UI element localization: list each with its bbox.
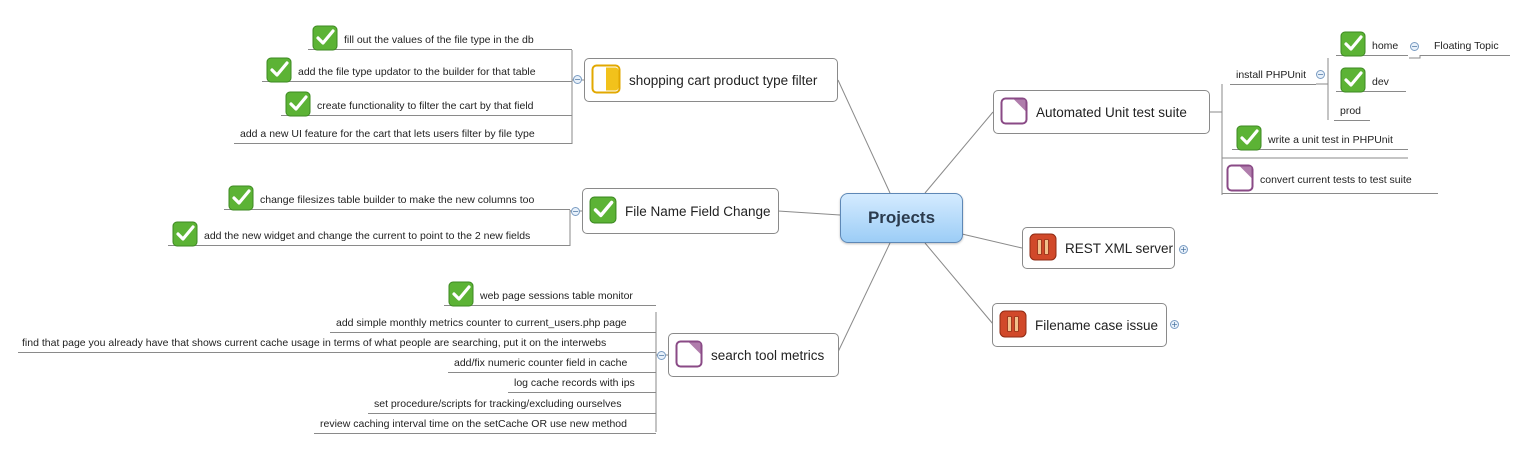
expand-icon[interactable]: + xyxy=(1179,245,1188,254)
checkmark-icon xyxy=(228,185,254,214)
task-label: add simple monthly metrics counter to cu… xyxy=(336,316,627,329)
collapse-icon[interactable]: − xyxy=(1316,70,1325,79)
task-label: web page sessions table monitor xyxy=(480,289,633,302)
task-label: add the new widget and change the curren… xyxy=(204,229,531,242)
topic-label: REST XML server xyxy=(1065,240,1174,256)
checkmark-icon xyxy=(1340,31,1366,60)
task-label: set procedure/scripts for tracking/exclu… xyxy=(374,397,622,410)
task-label: review caching interval time on the setC… xyxy=(320,417,627,430)
topic-search-tool[interactable]: search tool metrics xyxy=(668,333,839,377)
topic-unit-test[interactable]: Automated Unit test suite xyxy=(993,90,1210,134)
checkmark-icon xyxy=(448,281,474,310)
started-task-icon xyxy=(1226,164,1254,195)
topic-label: shopping cart product type filter xyxy=(629,72,818,88)
started-task-icon xyxy=(1000,97,1028,128)
topic-file-name[interactable]: File Name Field Change xyxy=(582,188,779,234)
task-item[interactable]: set procedure/scripts for tracking/exclu… xyxy=(368,394,656,414)
checkmark-icon xyxy=(266,57,292,86)
task-label: add/fix numeric counter field in cache xyxy=(454,356,628,369)
central-topic[interactable]: Projects xyxy=(840,193,963,243)
collapse-icon[interactable]: − xyxy=(571,207,580,216)
checkmark-icon xyxy=(312,25,338,54)
install-phpunit[interactable]: install PHPUnit xyxy=(1230,65,1316,85)
task-label: home xyxy=(1372,39,1399,52)
topic-label: Automated Unit test suite xyxy=(1036,104,1187,120)
half-progress-icon xyxy=(591,64,621,97)
task-label: find that page you already have that sho… xyxy=(22,336,607,349)
task-item[interactable]: add the file type updator to the builder… xyxy=(262,57,572,83)
task-item[interactable]: add simple monthly metrics counter to cu… xyxy=(330,313,656,333)
checkmark-icon xyxy=(589,196,617,227)
task-label: add a new UI feature for the cart that l… xyxy=(240,127,535,140)
checkmark-icon xyxy=(172,221,198,250)
task-item[interactable]: add the new widget and change the curren… xyxy=(168,221,570,247)
task-label: convert current tests to test suite xyxy=(1260,173,1412,186)
task-item[interactable]: add a new UI feature for the cart that l… xyxy=(234,124,572,144)
task-item[interactable]: find that page you already have that sho… xyxy=(18,333,656,353)
task-item[interactable]: prod xyxy=(1334,101,1370,121)
task-label: add the file type updator to the builder… xyxy=(298,65,536,78)
topic-filename-case[interactable]: Filename case issue xyxy=(992,303,1167,347)
task-item[interactable]: review caching interval time on the setC… xyxy=(314,414,656,434)
topic-label: search tool metrics xyxy=(711,347,825,363)
task-label: create functionality to filter the cart … xyxy=(317,99,534,112)
task-item[interactable]: add/fix numeric counter field in cache xyxy=(448,353,656,373)
collapse-icon[interactable]: − xyxy=(573,75,582,84)
task-item[interactable]: home xyxy=(1336,31,1408,57)
topic-label: File Name Field Change xyxy=(625,203,771,219)
expand-icon[interactable]: + xyxy=(1170,320,1179,329)
task-item[interactable]: fill out the values of the file type in … xyxy=(308,25,572,51)
task-label: fill out the values of the file type in … xyxy=(344,33,534,46)
task-item[interactable]: dev xyxy=(1336,67,1406,93)
task-item[interactable]: write a unit test in PHPUnit xyxy=(1232,125,1408,151)
topic-shopping-cart[interactable]: shopping cart product type filter xyxy=(584,58,838,102)
task-item[interactable]: web page sessions table monitor xyxy=(444,281,656,307)
checkmark-icon xyxy=(285,91,311,120)
task-label: prod xyxy=(1340,104,1362,117)
task-label: Floating Topic xyxy=(1434,39,1499,52)
topic-rest-xml[interactable]: REST XML server xyxy=(1022,227,1175,269)
task-item[interactable]: create functionality to filter the cart … xyxy=(281,91,572,117)
task-item[interactable]: change filesizes table builder to make t… xyxy=(224,185,570,211)
task-label: change filesizes table builder to make t… xyxy=(260,193,535,206)
floating-topic[interactable]: Floating Topic xyxy=(1420,36,1510,56)
pause-icon xyxy=(999,310,1027,341)
checkmark-icon xyxy=(1236,125,1262,154)
task-label: log cache records with ips xyxy=(514,376,635,389)
collapse-icon[interactable]: − xyxy=(657,351,666,360)
checkmark-icon xyxy=(1340,67,1366,96)
topic-label: Filename case issue xyxy=(1035,317,1159,333)
task-item[interactable]: convert current tests to test suite xyxy=(1222,164,1438,195)
task-label: write a unit test in PHPUnit xyxy=(1268,133,1393,146)
collapse-icon[interactable]: − xyxy=(1410,42,1419,51)
started-task-icon xyxy=(675,340,703,371)
task-item[interactable]: log cache records with ips xyxy=(508,373,656,393)
pause-icon xyxy=(1029,233,1057,264)
central-topic-label: Projects xyxy=(867,208,936,227)
task-label: dev xyxy=(1372,75,1389,88)
task-label: install PHPUnit xyxy=(1236,68,1307,81)
